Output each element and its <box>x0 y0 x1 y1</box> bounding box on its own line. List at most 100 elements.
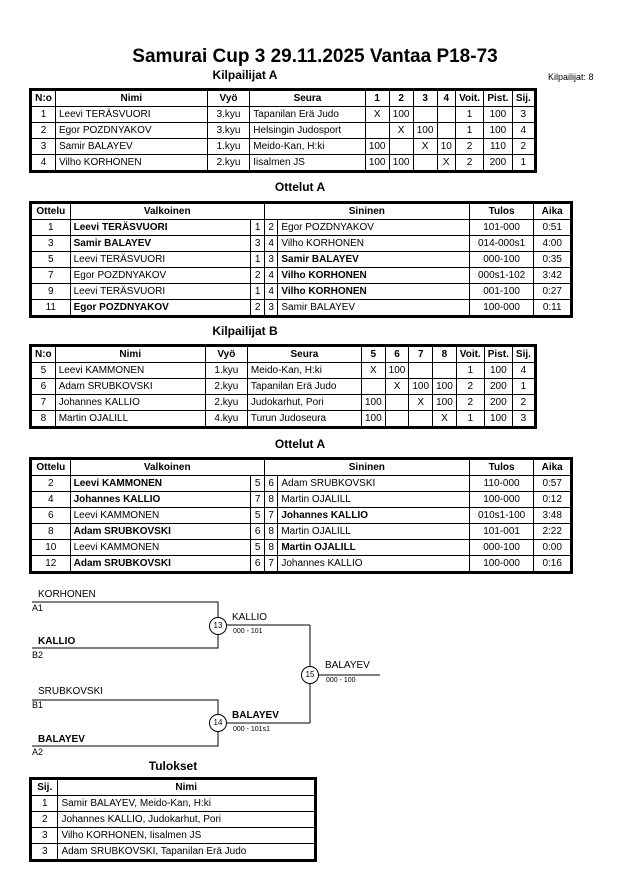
column-header: 8 <box>432 346 457 363</box>
matches-a-heading: Ottelut A <box>274 180 326 194</box>
bracket-semi2-bottom-seed: A2 <box>32 747 44 757</box>
white-number: 5 <box>250 507 265 524</box>
table-cell <box>408 410 434 427</box>
match-result: 100-000 <box>468 299 535 316</box>
table-cell: 5 <box>31 362 56 379</box>
bracket-semi1-score: 000 - 101 <box>233 628 263 635</box>
column-header: Voit. <box>455 346 485 363</box>
table-cell: 200 <box>483 378 513 395</box>
bracket-semi1-top-seed: A1 <box>32 603 44 613</box>
table-cell: X <box>408 394 434 411</box>
match-result: 000-100 <box>468 251 535 268</box>
column-header: Aika <box>533 459 571 476</box>
blue-competitor: Vilho KORHONEN <box>277 235 470 252</box>
table-cell: 100 <box>408 378 434 395</box>
table-cell: 2 <box>455 394 485 411</box>
blue-number: 3 <box>263 251 279 268</box>
table-cell: 2 <box>455 378 485 395</box>
column-header: Tulos <box>468 203 535 220</box>
table-cell: 2.kyu <box>204 394 248 411</box>
column-header: Pist. <box>483 346 513 363</box>
column-header: Sininen <box>263 203 470 220</box>
table-cell: 100 <box>483 106 513 123</box>
blue-competitor: Martin OJALILL <box>277 523 470 540</box>
table-cell: Egor POZDNYAKOV <box>54 122 208 139</box>
match-number: 9 <box>31 283 71 300</box>
match-result: 010s1-100 <box>468 507 535 524</box>
match-result: 100-000 <box>468 491 535 508</box>
table-cell: 100 <box>412 122 438 139</box>
table-cell: X <box>388 122 414 139</box>
table-cell <box>364 122 390 139</box>
table-cell <box>384 394 410 411</box>
blue-competitor: Martin OJALILL <box>277 491 470 508</box>
bracket-match-14: 14 <box>209 714 227 732</box>
bracket-semi2-winner: BALAYEV <box>232 710 279 721</box>
match-result: 100-000 <box>468 555 535 572</box>
blue-competitor: Adam SRUBKOVSKI <box>277 475 470 492</box>
white-competitor: Egor POZDNYAKOV <box>69 299 252 316</box>
column-header: Sij. <box>30 779 59 796</box>
table-cell: 100 <box>388 154 414 171</box>
table-cell: 4 <box>511 362 536 379</box>
match-result: 014-000s1 <box>468 235 535 252</box>
match-number: 7 <box>31 267 71 284</box>
match-time: 0:16 <box>533 555 571 572</box>
column-header: 1 <box>364 90 390 107</box>
match-time: 0:57 <box>533 475 571 492</box>
column-header: 3 <box>412 90 438 107</box>
blue-competitor: Johannes KALLIO <box>277 507 470 524</box>
white-competitor: Egor POZDNYAKOV <box>69 267 252 284</box>
table-cell: X <box>436 154 456 171</box>
match-result: 000s1-102 <box>468 267 535 284</box>
white-number: 6 <box>250 523 265 540</box>
column-header: Nimi <box>54 346 206 363</box>
table-cell: Judokarhut, Pori <box>246 394 362 411</box>
column-header: Vyö <box>204 346 248 363</box>
match-result: 101-001 <box>468 523 535 540</box>
table-cell: 200 <box>483 154 513 171</box>
table-cell: 3.kyu <box>206 122 251 139</box>
result-place: 1 <box>30 795 59 812</box>
column-header: Sij. <box>511 90 536 107</box>
table-cell: 100 <box>483 122 513 139</box>
white-number: 2 <box>250 267 265 284</box>
table-cell: Adam SRUBKOVSKI <box>54 378 206 395</box>
table-cell <box>412 106 438 123</box>
table-cell: 1 <box>511 154 536 171</box>
match-number: 3 <box>31 235 71 252</box>
column-header: Nimi <box>54 90 208 107</box>
blue-number: 7 <box>263 507 279 524</box>
result-place: 2 <box>30 811 59 828</box>
match-number: 11 <box>31 299 71 316</box>
blue-number: 6 <box>263 475 279 492</box>
column-header: Sininen <box>263 459 470 476</box>
white-competitor: Leevi TERÄSVUORI <box>69 251 252 268</box>
white-number: 1 <box>250 283 265 300</box>
blue-number: 2 <box>263 219 279 236</box>
pool-b-heading: Kilpailijat B <box>212 324 278 338</box>
match-time: 3:42 <box>533 267 571 284</box>
table-cell: 1 <box>511 378 536 395</box>
blue-competitor: Vilho KORHONEN <box>277 283 470 300</box>
result-name: Vilho KORHONEN, Iisalmen JS <box>57 827 315 844</box>
results-heading: Tulokset <box>148 759 198 773</box>
table-cell: Leevi KAMMONEN <box>54 362 206 379</box>
white-competitor: Leevi KAMMONEN <box>69 475 252 492</box>
column-header: Valkoinen <box>69 459 265 476</box>
table-cell: 100 <box>483 362 513 379</box>
match-number: 4 <box>31 491 71 508</box>
bracket-match-15: 15 <box>301 666 319 684</box>
table-cell: X <box>432 410 457 427</box>
